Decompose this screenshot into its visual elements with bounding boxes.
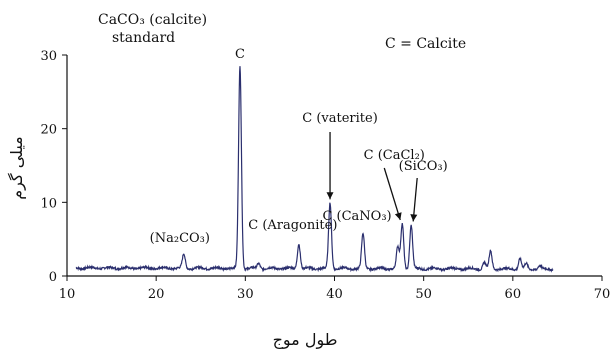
arrow-head xyxy=(410,214,418,222)
x-tick-label: 50 xyxy=(415,287,432,302)
calcite-legend-note: C = Calcite xyxy=(385,36,466,52)
peak-label: C (vaterite) xyxy=(302,111,378,126)
peak-label: C (CaCl₂) xyxy=(364,148,425,163)
peak-label: (SiCO₃) xyxy=(399,159,448,174)
peak-label: C (Aragonite) xyxy=(248,218,337,233)
standard-note-line1: CaCO₃ (calcite) xyxy=(98,12,207,28)
y-axis-title: میلی گرم xyxy=(7,136,27,199)
x-tick-label: 40 xyxy=(326,287,343,302)
x-tick-label: 60 xyxy=(505,287,522,302)
y-tick-label: 30 xyxy=(40,49,57,64)
annotation-arrow xyxy=(412,177,418,222)
peak-labels: (Na₂CO₃) C C (Aragonite) C (vaterite) C (CaN… xyxy=(150,47,448,246)
x-tick-label: 70 xyxy=(594,287,610,302)
y-tick-label: 20 xyxy=(40,123,57,138)
spectrum-line xyxy=(75,66,554,273)
annotation-arrow xyxy=(383,167,401,221)
annotation-arrows xyxy=(326,132,418,222)
peak-label: (Na₂CO₃) xyxy=(150,231,210,246)
x-tick-label: 30 xyxy=(237,287,254,302)
x-tick-label: 20 xyxy=(148,287,165,302)
standard-note-line2: standard xyxy=(112,30,175,46)
arrow-head xyxy=(394,212,402,220)
axes xyxy=(66,55,602,277)
y-tick-label: 10 xyxy=(40,196,57,211)
x-axis-title: طول موج xyxy=(273,330,338,350)
peak-label: C (CaNO₃) xyxy=(322,209,391,224)
x-tick-label: 10 xyxy=(59,287,76,302)
y-tick-label: 0 xyxy=(49,270,57,285)
peak-label: C xyxy=(235,47,245,62)
arrow-head xyxy=(326,192,334,200)
